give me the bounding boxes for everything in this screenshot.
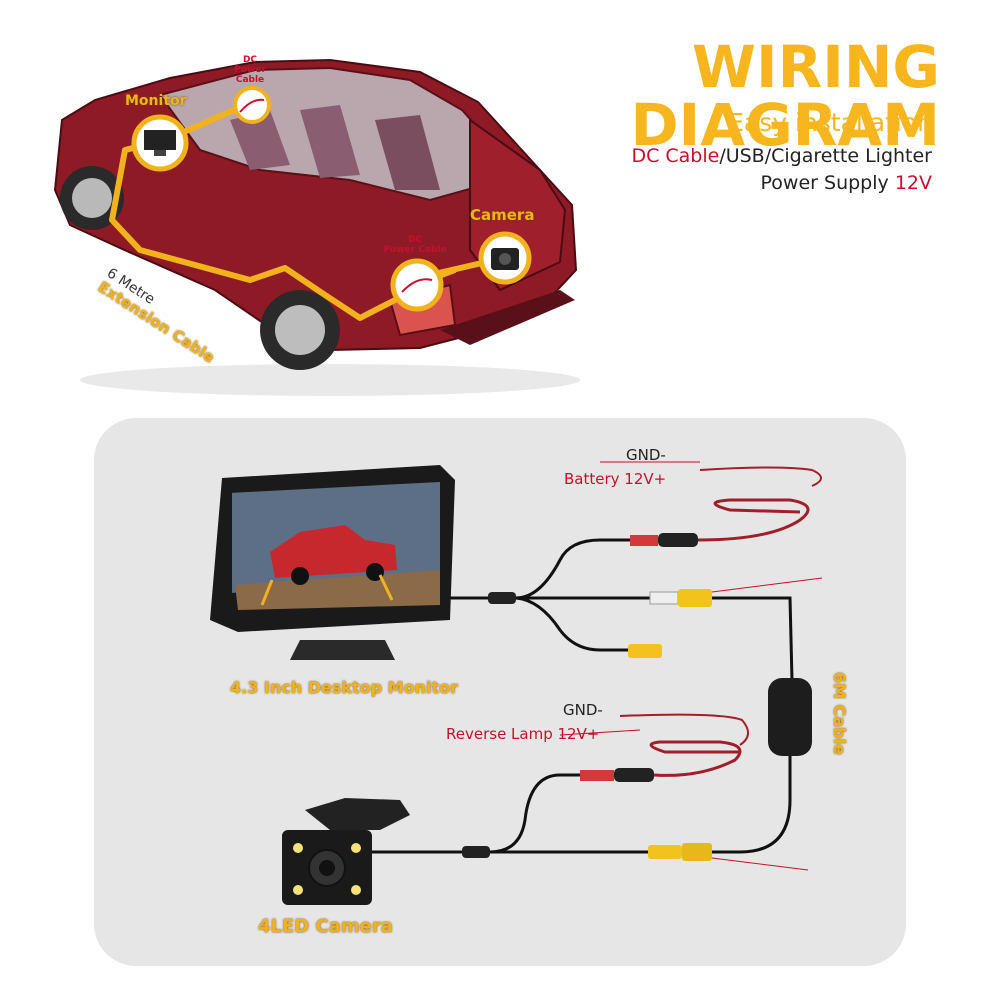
camera-callout-label: Camera bbox=[470, 206, 535, 224]
camera-bracket bbox=[305, 798, 410, 830]
voltage-text: 12V bbox=[894, 172, 932, 194]
camera-rca-socket bbox=[682, 843, 712, 861]
car-seat bbox=[230, 110, 290, 170]
cable-6m-label: 6M Cable bbox=[830, 672, 849, 755]
car-front-rim bbox=[72, 178, 112, 218]
power-supply-label: Power Supply bbox=[760, 172, 895, 194]
dc-cable-top-icon bbox=[239, 98, 265, 113]
camera-dc-plug-red bbox=[580, 770, 614, 781]
monitor-callout-label: Monitor bbox=[125, 93, 187, 109]
monitor-label: 4.3 Inch Desktop Monitor bbox=[230, 678, 458, 697]
screen-car-wheel bbox=[291, 567, 309, 585]
dc-cable-rear-callout bbox=[390, 258, 444, 312]
reverse-lamp-leader-line bbox=[559, 729, 641, 736]
battery-label: Battery 12V+ bbox=[564, 470, 667, 488]
trigger-wire-bottom bbox=[711, 857, 809, 871]
camera-lens-center bbox=[319, 860, 335, 876]
monitor-stand bbox=[290, 640, 395, 660]
camera-splitter bbox=[462, 846, 490, 858]
video-extension-cable-lower bbox=[712, 756, 792, 854]
power-options-rest: /USB/Cigarette Lighter bbox=[719, 145, 932, 167]
rca-plug-yellow bbox=[678, 589, 712, 607]
screen-road bbox=[235, 570, 440, 610]
power-lead-to-battery bbox=[699, 466, 822, 487]
camera-power-branch bbox=[489, 773, 580, 854]
camera-label: 4LED Camera bbox=[258, 916, 393, 937]
power-supply-text: Power Supply 12V bbox=[600, 172, 932, 194]
cable-splitter bbox=[488, 592, 516, 604]
aux-rca-plug bbox=[628, 644, 662, 658]
power-options-text: DC Cable/USB/Cigarette Lighter bbox=[560, 145, 932, 167]
dc-plug-red bbox=[630, 535, 658, 546]
reverse-lamp-wire bbox=[619, 713, 749, 746]
dc-cable-rear-icon bbox=[401, 278, 433, 293]
dc-cable-top-callout bbox=[233, 86, 271, 124]
camera-led bbox=[351, 885, 361, 895]
camera-dc-plug-black bbox=[614, 768, 654, 782]
rca-plug-white bbox=[649, 591, 679, 605]
gnd-bottom-label: GND- bbox=[563, 701, 603, 719]
camera-led bbox=[293, 885, 303, 895]
camera-rca-plug bbox=[648, 845, 682, 859]
dc-cable-rear-label-line1: DC bbox=[407, 235, 423, 245]
car-illustration bbox=[53, 58, 580, 396]
screen-guide-lines bbox=[260, 574, 394, 606]
camera-led bbox=[351, 843, 361, 853]
reverse-lamp-label: Reverse Lamp 12V+ bbox=[446, 725, 600, 743]
car-rear-rim bbox=[275, 305, 325, 355]
cable-coil-6m bbox=[768, 678, 812, 756]
aux-branch-cable bbox=[515, 596, 628, 652]
car-bumper bbox=[440, 290, 575, 345]
dc-cable-top-label-line1: DC bbox=[242, 55, 258, 65]
camera-led bbox=[293, 843, 303, 853]
dc-plug-black bbox=[658, 533, 698, 547]
monitor-stand-icon bbox=[154, 150, 166, 156]
page-subtitle: Easy installation bbox=[728, 108, 933, 137]
gnd-top-label: GND- bbox=[626, 446, 666, 464]
car-seat bbox=[300, 105, 360, 178]
power-lead-red bbox=[697, 498, 810, 542]
dc-cable-top-label-line2: Power Cable bbox=[234, 64, 266, 85]
car-seat bbox=[375, 115, 440, 190]
screen-car bbox=[270, 525, 397, 578]
reverse-lamp-lead bbox=[649, 740, 742, 777]
power-branch-cable bbox=[515, 538, 630, 600]
dc-cable-rear-label-line2: Power Cable bbox=[383, 244, 447, 255]
trigger-wire-top bbox=[711, 577, 823, 593]
page-title: WIRING DIAGRAM bbox=[630, 33, 940, 159]
monitor-icon bbox=[144, 130, 176, 150]
dc-cable-text: DC Cable bbox=[631, 145, 720, 167]
video-extension-cable bbox=[712, 596, 794, 681]
camera-lens-icon bbox=[499, 253, 511, 265]
